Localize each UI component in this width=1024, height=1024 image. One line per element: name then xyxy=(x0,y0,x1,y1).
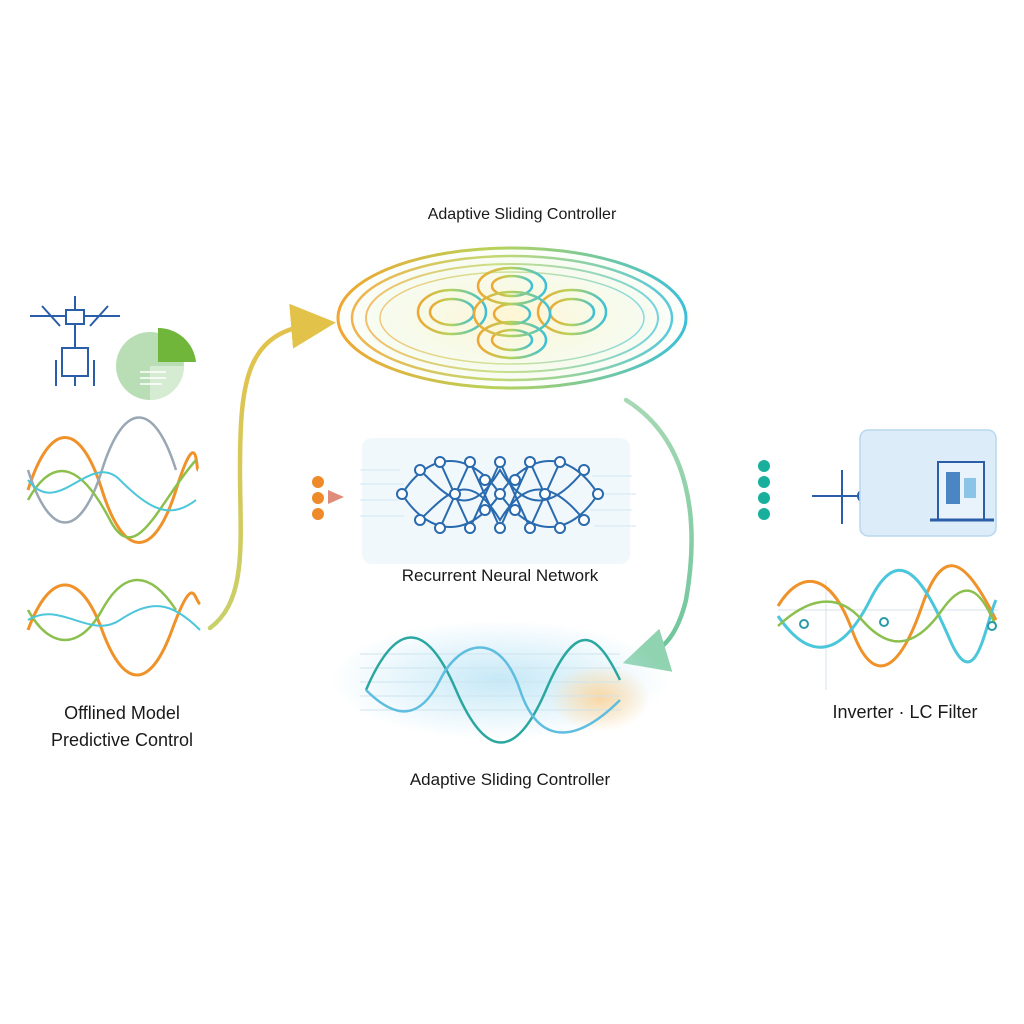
bottom-controller-label: Adaptive Sliding Controller xyxy=(409,770,611,789)
right-feedback-arrow xyxy=(622,397,694,672)
right-waveform xyxy=(776,564,998,690)
lc-filter-panel-icon xyxy=(859,429,997,537)
left-label-line-2: Predictive Control xyxy=(50,730,194,750)
pie-chart-icon xyxy=(116,327,196,400)
bottom-controller-waveform xyxy=(330,620,670,744)
input-stream-arrows xyxy=(205,476,344,520)
left-label-line-1: Offlined Model xyxy=(64,703,180,723)
output-stream-arrows xyxy=(637,460,770,520)
right-block-label: Inverter · LC Filter xyxy=(832,702,978,722)
left-block-label: Offlined Model Predictive Control xyxy=(14,700,230,754)
rnn-label: Recurrent Neural Network xyxy=(401,566,599,585)
top-controller-label: Adaptive Sliding Controller xyxy=(427,206,617,223)
top-controller-ring xyxy=(312,236,712,400)
left-feedback-arrow xyxy=(207,303,336,631)
left-waveform-bottom xyxy=(26,578,202,677)
circuit-schematic-icon xyxy=(30,296,120,386)
rnn-panel xyxy=(360,438,636,564)
left-waveform-top xyxy=(26,416,200,544)
